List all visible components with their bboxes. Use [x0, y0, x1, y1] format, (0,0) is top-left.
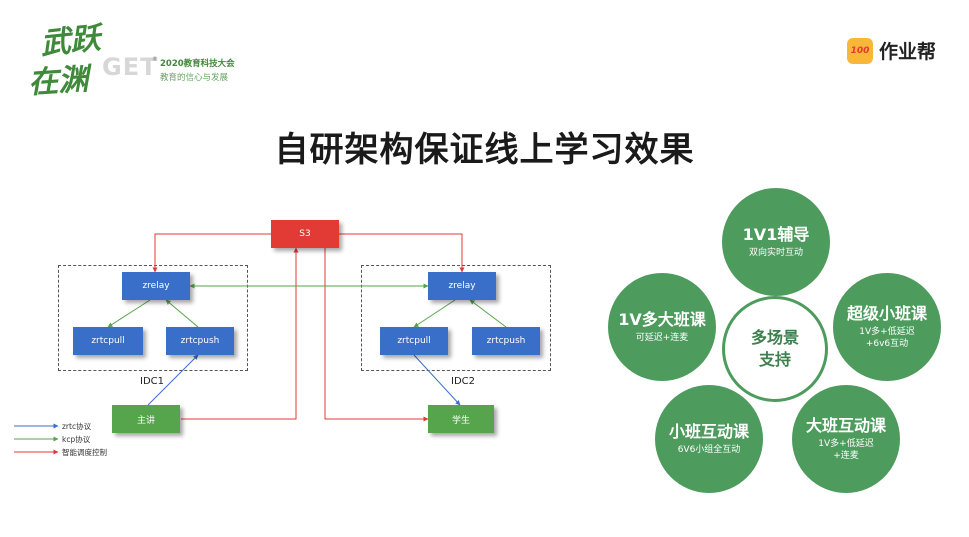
scenario-1v1: 1V1辅导 双向实时互动 [722, 188, 830, 296]
idc2-boundary [361, 265, 551, 371]
scenario-large-class: 1V多大班课 可延迟+连麦 [608, 273, 716, 381]
control-line-s3-zrelay-right [339, 233, 465, 273]
zrtcpush-right-node: zrtcpush [472, 327, 540, 355]
kcp-line-left-push [165, 299, 199, 328]
control-line-s3-zrelay-left [152, 233, 271, 273]
scenario-title: 小班互动课 [668, 422, 749, 441]
kcp-line-right-pull [413, 299, 456, 328]
scenario-subtitle: 可延迟+连麦 [635, 333, 689, 343]
s3-node: S3 [271, 220, 339, 248]
idc1-boundary [58, 265, 248, 371]
scenario-title: 超级小班课 [846, 304, 927, 323]
logo-get: GET [102, 53, 158, 81]
scenario-subtitle: 6V6小组全互动 [677, 445, 741, 455]
idc1-label: IDC1 [140, 376, 164, 387]
zrtcpull-right-node: zrtcpull [380, 327, 448, 355]
scenario-small-interactive: 小班互动课 6V6小组全互动 [655, 385, 763, 493]
scenario-center: 多场景 支持 [722, 296, 828, 402]
scenario-title: 大班互动课 [805, 416, 886, 435]
brand-100-icon: 100 [847, 38, 873, 64]
scenario-subtitle: 1V多+低延迟 +连麦 [818, 439, 874, 461]
scenario-large-interactive: 大班互动课 1V多+低延迟 +连麦 [792, 385, 900, 493]
kcp-line-right-push [469, 299, 507, 328]
scenario-super-small-class: 超级小班课 1V多+低延迟 +6v6互动 [833, 273, 941, 381]
control-line-teacher-s3 [181, 247, 299, 420]
kcp-line-left-pull [107, 299, 151, 328]
idc2-label: IDC2 [451, 376, 475, 387]
legend-control: 智能调度控制 [62, 448, 107, 457]
legend-kcp: kcp协议 [62, 435, 91, 444]
teacher-node: 主讲 [112, 405, 180, 433]
scenario-subtitle: 双向实时互动 [748, 248, 803, 258]
zrtcpush-left-node: zrtcpush [166, 327, 234, 355]
logo-conference-theme: 教育的信心与发展 [160, 73, 229, 83]
zrelay-left-node: zrelay [122, 272, 190, 300]
zrtc-line-teacher-push [147, 354, 199, 406]
page-title: 自研架构保证线上学习效果 [274, 130, 695, 170]
logo-registered: ® [152, 56, 158, 63]
control-line-s3-student [324, 248, 429, 422]
scenario-subtitle: 1V多+低延迟 +6v6互动 [859, 327, 915, 349]
scenario-title: 1V1辅导 [742, 225, 810, 244]
logo-conference-name: 2020教育科技大会 [160, 59, 235, 69]
student-node: 学生 [428, 405, 494, 433]
scenario-title: 1V多大班课 [618, 310, 706, 329]
brand-name: 作业帮 [879, 41, 937, 63]
zrelay-right-node: zrelay [428, 272, 496, 300]
legend-zrtc: zrtc协议 [62, 422, 92, 431]
zrtcpull-left-node: zrtcpull [73, 327, 143, 355]
zrtc-line-pull-student [413, 354, 461, 406]
